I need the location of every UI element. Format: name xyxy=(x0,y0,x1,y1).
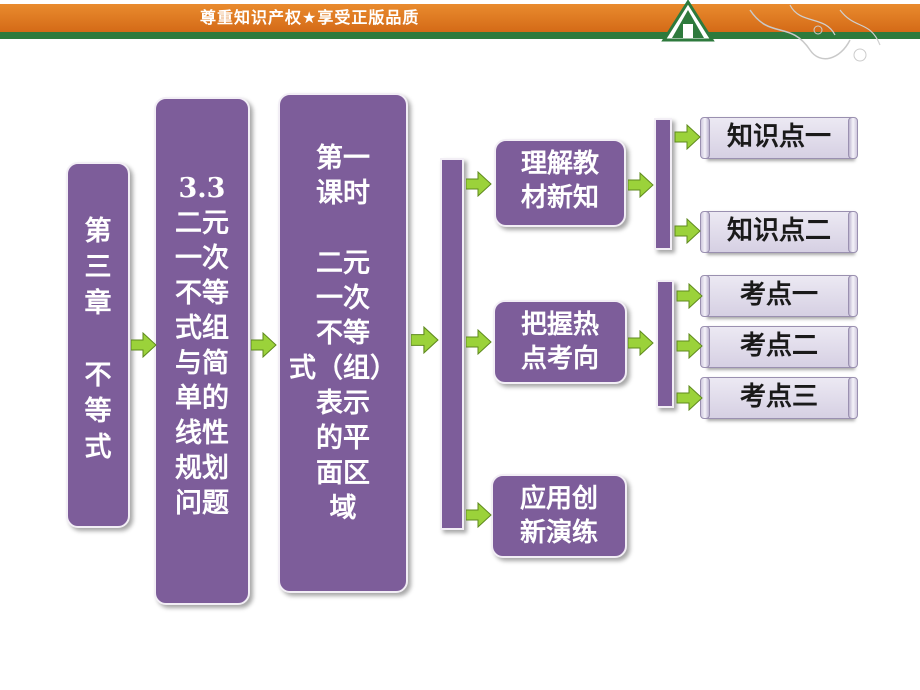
chapter-label: 第 三 章 不 等 式 xyxy=(84,216,112,463)
arrow-icon xyxy=(676,385,703,411)
arrow-icon xyxy=(628,330,654,356)
banner-orange-bar xyxy=(0,4,920,32)
arrow-icon xyxy=(628,172,654,198)
knowledge-connector-bar xyxy=(654,118,672,250)
decorative-flourish-icon xyxy=(749,4,881,62)
exam-point-3[interactable]: 考点三 xyxy=(700,377,858,419)
exam-point-1[interactable]: 考点一 xyxy=(700,275,858,317)
exam-point-2[interactable]: 考点二 xyxy=(700,326,858,368)
master-hotspots-box[interactable]: 把握热 点考向 xyxy=(493,300,627,384)
section-box[interactable]: 3.3 二元 一次 不等 式组 与简 单的 线性 规划 问题 xyxy=(154,97,250,605)
lesson-box[interactable]: 第一 课时 二元 一次 不等 式（组） 表示 的平 面区 域 xyxy=(278,93,408,593)
chapter-box[interactable]: 第 三 章 不 等 式 xyxy=(66,162,130,528)
arrow-icon xyxy=(676,283,703,309)
banner-green-stripe xyxy=(0,32,920,39)
top-banner: 尊重知识产权★享受正版品质 xyxy=(0,0,920,62)
apply-practice-box[interactable]: 应用创 新演练 xyxy=(491,474,627,558)
publisher-logo-icon xyxy=(661,0,715,42)
understand-textbook-box[interactable]: 理解教 材新知 xyxy=(494,139,626,227)
arrow-icon xyxy=(466,171,492,197)
knowledge-point-2[interactable]: 知识点二 xyxy=(700,211,858,253)
lesson-label: 第一 课时 二元 一次 不等 式（组） 表示 的平 面区 域 xyxy=(289,143,397,524)
branch-connector-bar xyxy=(440,158,464,530)
knowledge-point-1[interactable]: 知识点一 xyxy=(700,117,858,159)
arrow-icon xyxy=(674,124,701,150)
banner-text: 尊重知识产权★享受正版品质 xyxy=(200,8,420,27)
arrow-icon xyxy=(674,218,701,244)
arrow-icon xyxy=(466,329,492,355)
arrow-icon xyxy=(676,333,703,359)
arrow-icon xyxy=(131,332,157,358)
arrow-icon xyxy=(251,332,277,358)
arrow-icon xyxy=(411,326,439,354)
section-label: 3.3 二元 一次 不等 式组 与简 单的 线性 规划 问题 xyxy=(175,173,229,519)
exam-connector-bar xyxy=(656,280,674,408)
arrow-icon xyxy=(466,502,492,528)
